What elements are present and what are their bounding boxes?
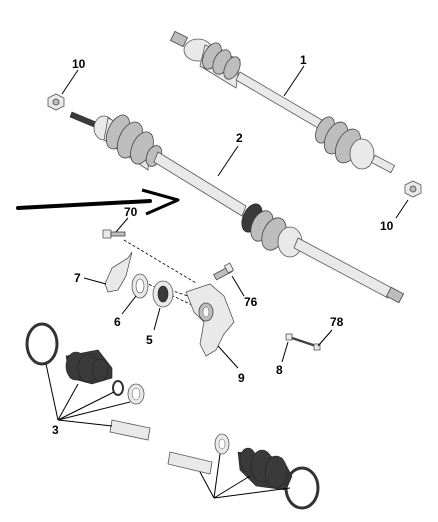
label-part-2: 2 xyxy=(236,131,243,145)
part-labels: 1 2 10 10 70 7 6 5 76 9 8 78 3 xyxy=(52,53,394,437)
shaft-2-thread-left xyxy=(69,111,97,128)
label-part-9: 9 xyxy=(238,371,245,385)
leader-1 xyxy=(283,65,305,97)
bracket-7 xyxy=(104,251,133,293)
label-part-10-top: 10 xyxy=(72,57,86,71)
leader-7 xyxy=(83,277,107,285)
leader-76 xyxy=(231,275,245,297)
clamp-large-right xyxy=(284,466,320,510)
nut-10-right xyxy=(404,180,422,198)
clamp-large-left xyxy=(25,322,59,366)
label-part-5: 5 xyxy=(146,333,153,347)
leader-8 xyxy=(281,341,289,363)
boot-kit-bottom xyxy=(167,433,320,510)
label-part-10-right: 10 xyxy=(380,219,394,233)
leader-78 xyxy=(317,329,333,347)
leader-2 xyxy=(217,145,239,177)
shaft-2-spline-right xyxy=(385,286,405,304)
grease-sachet-right xyxy=(167,451,213,475)
leader-10-right xyxy=(395,199,409,219)
label-part-8: 8 xyxy=(276,363,283,377)
ring-6 xyxy=(131,273,149,299)
clamp-small-left xyxy=(112,380,124,396)
shaft-2-bar xyxy=(153,151,247,217)
direction-arrow xyxy=(16,188,180,216)
leader-lines xyxy=(45,65,409,499)
label-part-78: 78 xyxy=(330,315,344,329)
shaft-1-spline-left xyxy=(169,30,189,48)
stud-76 xyxy=(213,262,235,281)
driveshaft-1 xyxy=(169,30,396,174)
label-part-76: 76 xyxy=(244,295,258,309)
label-part-6: 6 xyxy=(114,315,121,329)
leader-5 xyxy=(153,307,161,331)
shaft-1-bar xyxy=(235,71,323,129)
label-part-1: 1 xyxy=(300,53,307,67)
nut-10-left xyxy=(47,93,65,111)
label-part-7: 7 xyxy=(74,271,81,285)
label-part-3: 3 xyxy=(52,423,59,437)
boot-kit-3-left xyxy=(25,322,151,441)
bolt-70 xyxy=(102,229,126,239)
leader-9 xyxy=(217,345,239,369)
shaft-1-joint-right xyxy=(349,138,375,170)
leader-6 xyxy=(121,295,137,315)
leader-10-top xyxy=(61,69,79,95)
label-part-70: 70 xyxy=(124,205,138,219)
link-8 xyxy=(285,333,321,351)
driveshaft-2 xyxy=(69,111,405,304)
bearing-carrier-9 xyxy=(185,283,235,357)
grease-sachet-left xyxy=(109,419,151,441)
shaft-1-stub-right xyxy=(370,154,396,174)
shaft-2-intermediate xyxy=(293,237,393,299)
leader-70 xyxy=(115,217,129,233)
bearing-5 xyxy=(152,280,174,308)
